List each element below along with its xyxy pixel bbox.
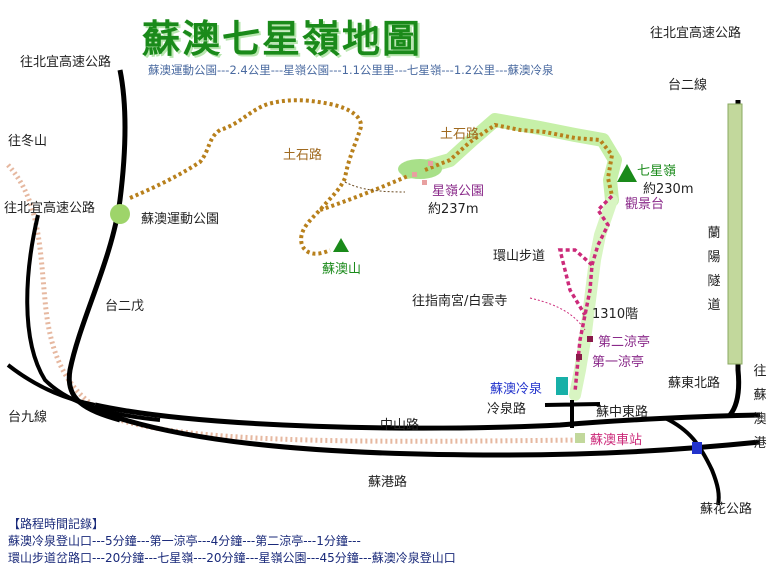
label-tai9: 台九線 — [8, 410, 48, 425]
road-sugang — [89, 405, 761, 458]
label-sugang-rd: 蘇港路 — [368, 475, 408, 490]
label-suzhongdong-rd: 蘇中東路 — [596, 405, 649, 420]
label-zhongshan-rd: 中山路 — [380, 418, 420, 433]
dirt-trail-thin — [344, 181, 406, 193]
road-tai9 — [25, 214, 161, 422]
label-tai2wu: 台二戊 — [105, 299, 145, 314]
xingling-park-marker-c — [422, 180, 427, 185]
legend-line-2: 環山步道岔路口---20分鐘---七星嶺---20分鐘---星嶺公園---45分… — [8, 551, 456, 565]
label-tunnel: 蘭陽隧道 — [707, 226, 721, 313]
cold-spring-marker — [556, 377, 568, 395]
time-legend: 【路程時間記錄】 蘇澳冷泉登山口---5分鐘---第一涼亭---4分鐘---第二… — [8, 516, 456, 567]
label-freeway-right: 往北宜高速公路 — [650, 26, 742, 41]
road-lengquan — [544, 400, 601, 428]
legend-line-1: 蘇澳冷泉登山口---5分鐘---第一涼亭---4分鐘---第二涼亭---1分鐘-… — [8, 534, 361, 548]
station-marker — [575, 433, 585, 443]
label-to-dongshan: 往冬山 — [8, 134, 48, 149]
label-cold-spring: 蘇澳冷泉 — [490, 382, 543, 397]
road-freeway-left — [66, 69, 128, 423]
label-sports-park: 蘇澳運動公園 — [141, 212, 220, 227]
label-freeway-left: 往北宜高速公路 — [4, 201, 96, 216]
xingling-park-marker-a — [428, 161, 433, 166]
road-zhongshan — [94, 402, 761, 431]
main-trail — [573, 194, 614, 393]
label-viewpoint: 觀景台 — [625, 197, 665, 212]
tunnel-marker — [692, 442, 702, 454]
label-xingling-park: 星嶺公園 — [432, 184, 485, 199]
map-title: 蘇澳七星嶺地圖 — [142, 16, 423, 61]
ridge-trail — [424, 122, 615, 197]
label-loop-trail: 環山步道 — [493, 249, 546, 264]
label-qixingling-alt: 約230m — [643, 182, 694, 197]
trail-highlight-2 — [569, 194, 618, 401]
dirt-trail-left — [129, 98, 363, 256]
label-sudongbei-rd: 蘇東北路 — [668, 376, 721, 391]
label-pavilion-1: 第一涼亭 — [592, 355, 645, 370]
map-subtitle: 蘇澳運動公園---2.4公里---星嶺公園---1.1公里里---七星嶺---1… — [148, 63, 554, 77]
pavilion-2-marker — [587, 336, 593, 342]
label-dirt-road-2: 土石路 — [440, 127, 480, 142]
label-qixingling: 七星嶺 — [637, 164, 677, 179]
label-suhua-rd: 蘇花公路 — [700, 502, 753, 517]
label-xingling-alt: 約237m — [428, 202, 479, 217]
label-dirt-road-1: 土石路 — [283, 148, 323, 163]
lanyang-tunnel — [727, 103, 743, 365]
xingling-park-marker-b — [412, 172, 417, 177]
road-tai2 — [727, 100, 742, 417]
label-suao-station: 蘇澳車站 — [590, 433, 643, 448]
sports-park-marker — [110, 204, 130, 224]
label-tai2: 台二線 — [668, 78, 708, 93]
dirt-trail-connector — [319, 174, 409, 212]
railway-line — [6, 163, 581, 444]
label-suao-mountain: 蘇澳山 — [322, 262, 362, 277]
label-to-temple: 往指南宮/白雲寺 — [412, 294, 508, 309]
label-pavilion-2: 第二涼亭 — [598, 335, 651, 350]
legend-heading: 【路程時間記錄】 — [8, 517, 105, 531]
trail-highlight — [401, 113, 622, 207]
road-tai2wu — [6, 363, 96, 407]
pavilion-1-marker — [576, 354, 582, 360]
label-freeway-top: 往北宜高速公路 — [20, 55, 112, 70]
label-steps: 1310階 — [592, 307, 639, 322]
road-suhua — [664, 416, 721, 506]
suao-mountain-peak — [333, 238, 349, 252]
qixingling-peak — [617, 164, 637, 182]
label-to-suao-port: 往蘇澳港 — [753, 364, 767, 451]
temple-trail — [529, 297, 586, 331]
label-cold-spring-rd: 冷泉路 — [487, 402, 527, 417]
